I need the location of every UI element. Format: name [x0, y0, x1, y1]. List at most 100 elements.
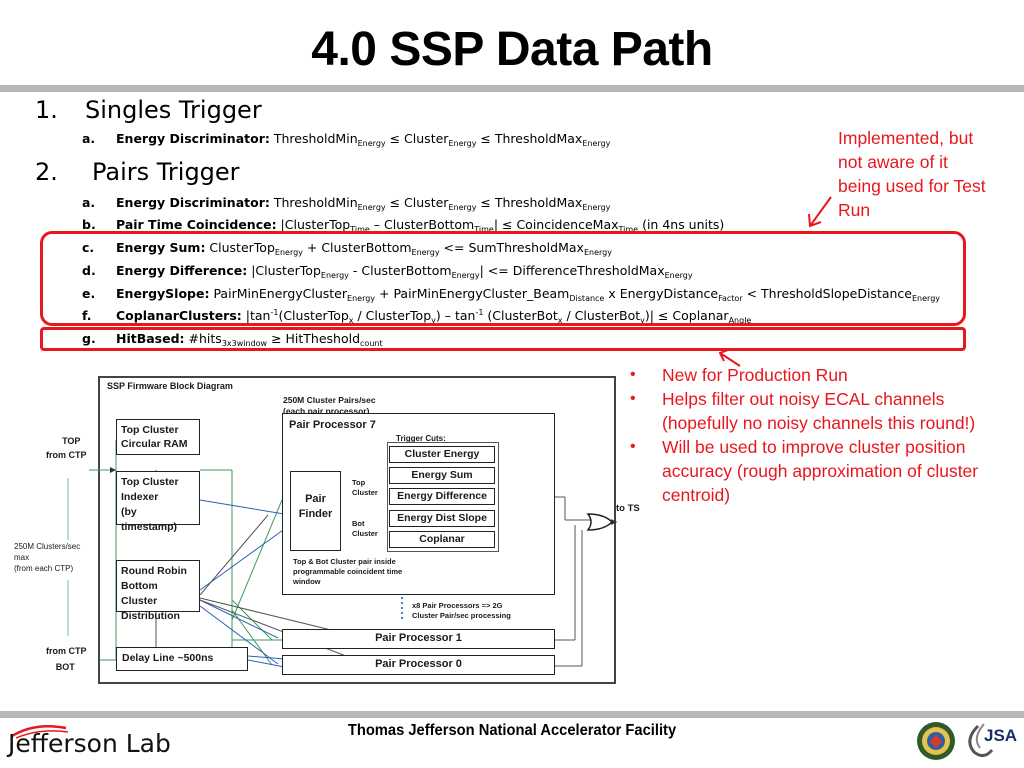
x8-processors-note: x8 Pair Processors => 2G Cluster Pair/se…: [412, 601, 511, 621]
block-line: Bottom Cluster: [121, 580, 158, 607]
block-line: Circular RAM: [121, 438, 188, 450]
pair-window-note: Top & Bot Cluster pair inside programmab…: [293, 557, 402, 587]
sub-letter: d.: [82, 263, 96, 278]
round-robin-block: Round Robin Bottom Cluster Distribution: [116, 560, 200, 622]
label-line: 250M Clusters/sec: [14, 542, 81, 551]
top-cluster-indexer-block: Top Cluster Indexer (by timestamp): [116, 471, 200, 533]
top-cluster-wire-label: Top Cluster: [352, 478, 378, 498]
slide-title: 4.0 SSP Data Path: [311, 23, 713, 76]
jsa-text: JSA: [984, 726, 1018, 745]
title-divider: [0, 85, 1024, 92]
sub-letter: f.: [82, 308, 92, 323]
sub-text: EnergySlope: PairMinEnergyClusterEnergy …: [116, 286, 941, 303]
sub-letter: a.: [82, 131, 96, 146]
label-line: BOT: [55, 662, 75, 672]
sub-name: CoplanarClusters:: [116, 308, 242, 323]
sub-text: Energy Sum: ClusterTopEnergy + ClusterBo…: [116, 240, 612, 257]
label-line: Cluster Pair/sec processing: [412, 611, 511, 620]
block-line: Indexer: [121, 491, 159, 503]
top-input-label: TOP from CTP: [46, 434, 87, 462]
pair-processor-1-block: Pair Processor 1: [282, 629, 555, 649]
sub-text: Pair Time Coincidence: |ClusterTopTime –…: [116, 217, 725, 234]
list-item-singles: 1. Singles Trigger: [35, 96, 435, 126]
pairs-rate-label: 250M Cluster Pairs/sec (each pair proces…: [283, 395, 376, 417]
bullet-item: Helps filter out noisy ECAL channels (ho…: [628, 387, 1024, 435]
label-line: from CTP: [46, 646, 87, 656]
highlight-box-implemented: [40, 231, 966, 326]
sub-name: Pair Time Coincidence:: [116, 217, 277, 232]
jsa-swirl-icon: [968, 723, 994, 757]
block-title: Pair Processor 7: [289, 419, 376, 431]
sub-letter: g.: [82, 331, 96, 346]
note-line: not aware of it: [838, 152, 948, 172]
note-line: Run: [838, 200, 871, 220]
cut-energy-sum: Energy Sum: [389, 467, 495, 484]
cut-energy-difference: Energy Difference: [389, 488, 495, 505]
sub-name: HitBased:: [116, 331, 185, 346]
label-line: max: [14, 553, 30, 562]
implemented-note: Implemented, but not aware of it being u…: [838, 126, 986, 222]
sub-letter: c.: [82, 240, 95, 255]
footer-divider: [0, 711, 1024, 718]
block-line: Finder: [298, 508, 333, 520]
cut-energy-dist-slope: Energy Dist Slope: [389, 510, 495, 527]
sub-letter: e.: [82, 286, 96, 301]
new-features-list: New for Production Run Helps filter out …: [628, 363, 1024, 507]
block-line: Pair: [305, 493, 326, 505]
label-line: 250M Cluster Pairs/sec: [283, 395, 376, 405]
label-line: Cluster: [352, 529, 378, 538]
block-line: Round Robin: [121, 565, 187, 577]
arrow-to-implemented-box: [808, 196, 832, 228]
sub-name: Energy Discriminator:: [116, 131, 270, 146]
diagram-title: SSP Firmware Block Diagram: [107, 381, 233, 391]
list-number: 2.: [35, 158, 58, 186]
to-ts-label: to TS: [616, 503, 640, 514]
or-gate-icon: [586, 513, 614, 531]
block-line: Top Cluster: [121, 424, 179, 436]
pair-finder-block: Pair Finder: [290, 471, 341, 551]
bot-cluster-wire-label: Bot Cluster: [352, 519, 378, 539]
trigger-cuts-label: Trigger Cuts:: [396, 434, 446, 443]
block-line: Distribution: [121, 610, 180, 622]
sub-name: EnergySlope:: [116, 286, 210, 301]
note-line: Implemented, but: [838, 128, 974, 148]
clusters-rate-label: 250M Clusters/sec max (from each CTP): [14, 541, 80, 574]
sub-name: Energy Discriminator:: [116, 195, 270, 210]
label-line: (from each CTP): [14, 564, 74, 573]
sub-text: Energy Discriminator: ThresholdMinEnergy…: [116, 131, 611, 148]
label-line: Top: [352, 478, 366, 487]
label-line: from CTP: [46, 450, 87, 460]
block-line: (by timestamp): [121, 506, 178, 533]
cut-coplanar: Coplanar: [389, 531, 495, 548]
jsa-logo: JSA: [962, 720, 1020, 760]
sub-text: HitBased: #hits3x3window ≥ HitThesholdco…: [116, 331, 383, 348]
pair-processor-0-block: Pair Processor 0: [282, 655, 555, 675]
top-cluster-ram-block: Top Cluster Circular RAM: [116, 419, 200, 455]
sub-letter: a.: [82, 195, 96, 210]
list-label: Singles Trigger: [85, 96, 262, 124]
sub-text: Energy Difference: |ClusterTopEnergy - C…: [116, 263, 693, 280]
label-line: programmable coincident time: [293, 567, 403, 576]
list-number: 1.: [35, 96, 58, 124]
sub-name: Energy Difference:: [116, 263, 248, 278]
cut-cluster-energy: Cluster Energy: [389, 446, 495, 463]
label-line: (each pair processor): [283, 406, 370, 416]
jefferson-lab-swoosh-icon: [11, 725, 69, 739]
block-line: Delay Line ~500ns: [122, 652, 214, 664]
label-line: x8 Pair Processors => 2G: [412, 601, 503, 610]
label-line: Top & Bot Cluster pair inside: [293, 557, 396, 566]
bullet-item: Will be used to improve cluster position…: [628, 435, 1024, 507]
label-line: Bot: [352, 519, 365, 528]
label-line: Cluster: [352, 488, 378, 497]
bullet-item: New for Production Run: [628, 363, 1024, 387]
sub-letter: b.: [82, 217, 96, 232]
list-item-pairs: 2. Pairs Trigger: [35, 158, 435, 188]
list-label: Pairs Trigger: [92, 158, 240, 186]
jefferson-lab-logo: Jefferson Lab: [8, 729, 171, 758]
delay-line-block: Delay Line ~500ns: [116, 647, 248, 671]
sub-name: Energy Sum:: [116, 240, 206, 255]
note-line: being used for Test: [838, 176, 986, 196]
highlight-box-new: [40, 327, 966, 351]
sub-text: Energy Discriminator: ThresholdMinEnergy…: [116, 195, 611, 212]
doe-seal-icon: [917, 722, 955, 760]
